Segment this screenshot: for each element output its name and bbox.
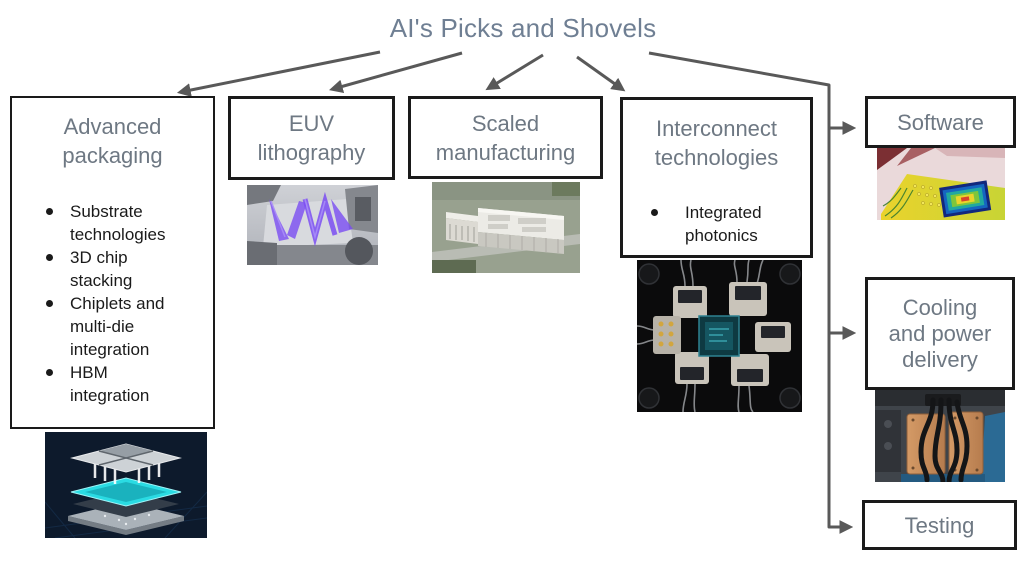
bullet-dot (46, 254, 53, 261)
bullet-item-substrate: Substrate technologies (46, 200, 213, 246)
software-photo (877, 148, 1005, 220)
arrow-to-euv-lithography (329, 51, 463, 94)
interconnect-photo (637, 260, 802, 412)
advanced-packaging-box: Advanced packaging Substrate technologie… (10, 96, 215, 429)
diagram-title: AI's Picks and Shovels (389, 13, 657, 43)
advanced-packaging-photo (45, 432, 207, 538)
cooling-box: Cooling and power delivery (865, 277, 1015, 390)
scaled-manufacturing-heading: Scaled manufacturing (435, 110, 576, 165)
bullet-item-3d-stacking: 3D chip stacking (46, 246, 213, 292)
bullet-dot (46, 369, 53, 376)
bullet-dot (651, 209, 658, 216)
euv-lithography-photo (247, 185, 378, 265)
euv-lithography-box: EUV lithography (228, 96, 395, 180)
testing-box: Testing (862, 500, 1017, 550)
bullet-dot (46, 300, 53, 307)
interconnect-bullet-list: Integrated photonics (623, 201, 810, 247)
arrow-to-advanced-packaging (176, 50, 381, 97)
arrow-to-interconnect (576, 55, 626, 92)
scaled-manufacturing-box: Scaled manufacturing (408, 96, 603, 179)
bullet-dot (46, 208, 53, 215)
bullet-item-hbm: HBM integration (46, 361, 213, 407)
scaled-manufacturing-photo (432, 182, 580, 273)
bullet-item-photonics: Integrated photonics (651, 201, 810, 247)
interconnect-heading: Interconnect technologies (654, 116, 779, 170)
cooling-heading: Cooling and power delivery (888, 294, 992, 372)
advanced-packaging-bullet-list: Substrate technologies 3D chip stacking … (12, 200, 213, 407)
interconnect-box: Interconnect technologies Integrated pho… (620, 97, 813, 258)
advanced-packaging-heading: Advanced packaging (62, 114, 163, 168)
software-heading: Software (897, 109, 984, 135)
arrow-to-scaled-manufacturing (485, 53, 544, 91)
testing-heading: Testing (904, 512, 975, 538)
cooling-photo (875, 390, 1005, 482)
software-box: Software (865, 96, 1016, 148)
euv-lithography-heading: EUV lithography (257, 111, 366, 165)
bullet-item-chiplets: Chiplets and multi-die integration (46, 292, 213, 361)
